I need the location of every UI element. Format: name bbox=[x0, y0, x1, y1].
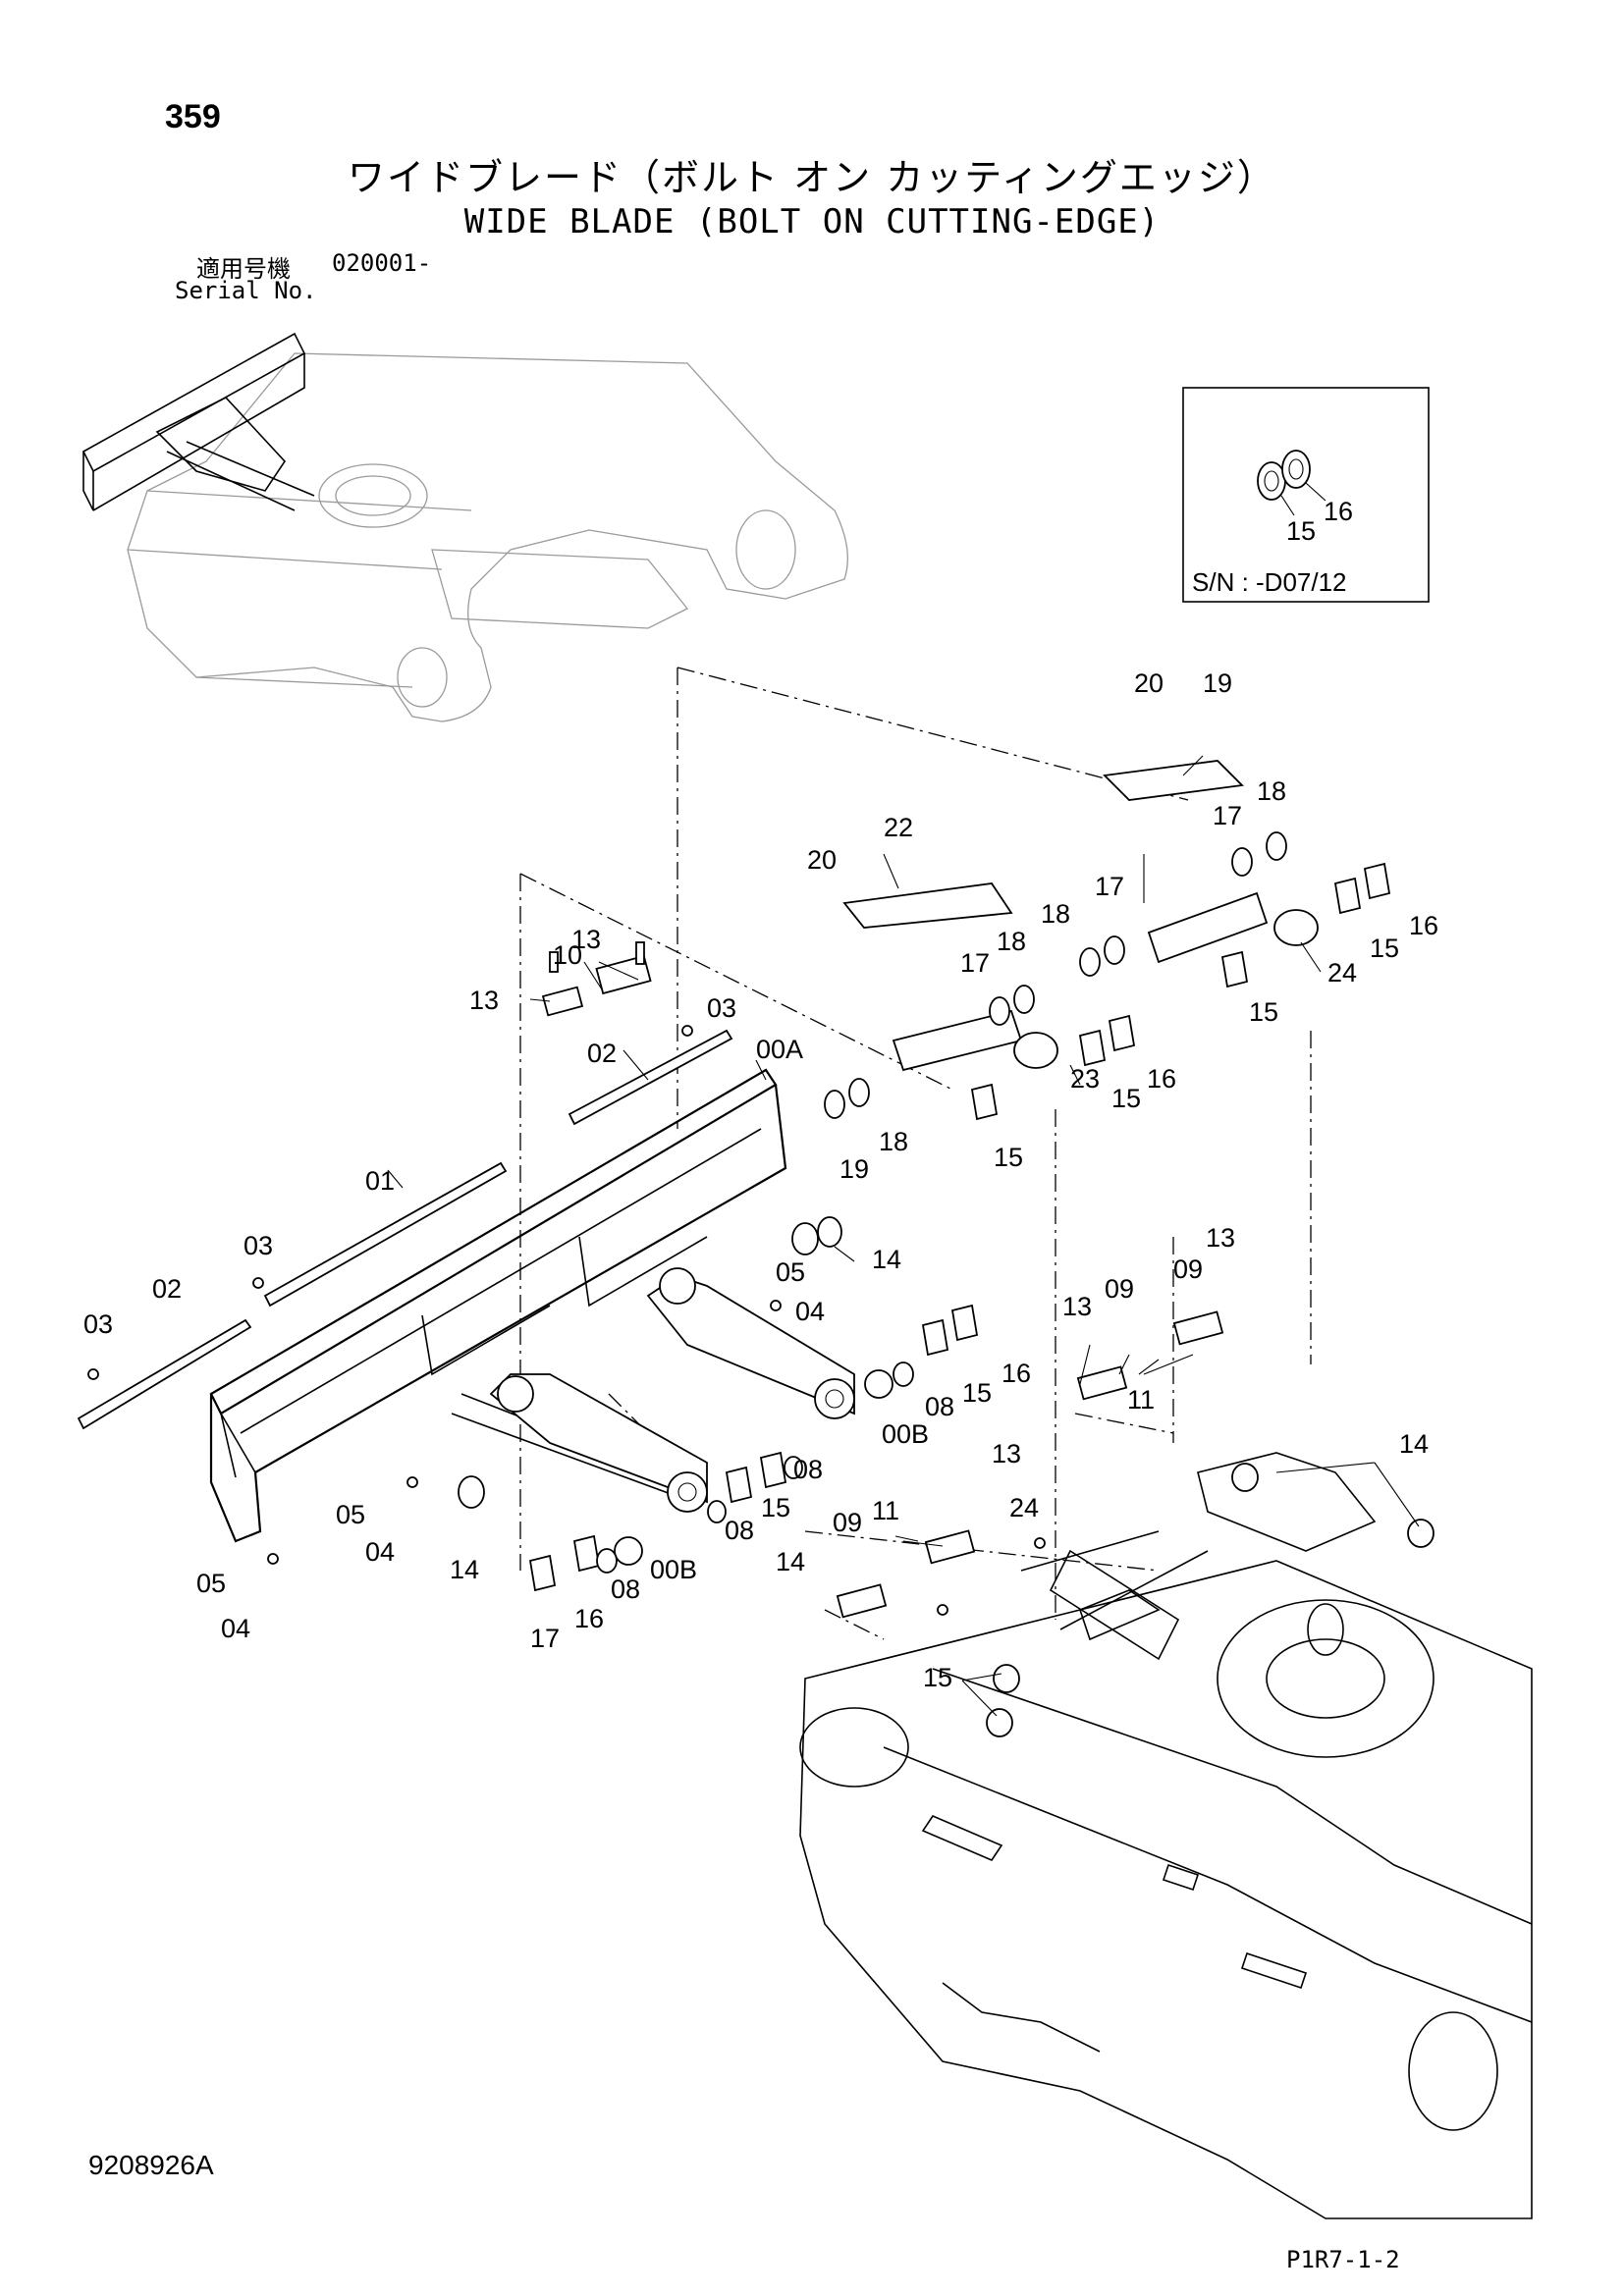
callout-16: 16 bbox=[1001, 1359, 1031, 1388]
callout-20: 20 bbox=[1134, 668, 1164, 698]
callout-11: 11 bbox=[1127, 1385, 1155, 1415]
callout-19: 20 bbox=[807, 845, 837, 875]
callout-09: 09 bbox=[833, 1508, 862, 1537]
callout-20: 22 bbox=[884, 813, 913, 842]
callout-13: 14 bbox=[776, 1547, 805, 1576]
callout-18: 18 bbox=[1041, 899, 1070, 929]
callout-24: 24 bbox=[1009, 1493, 1039, 1522]
callout-13: 13 bbox=[469, 986, 499, 1015]
callout-10: 10 bbox=[553, 940, 582, 970]
callout-14: 14 bbox=[872, 1245, 901, 1274]
inset-box: 15 16 S/N : -D07/12 bbox=[1182, 387, 1430, 603]
callout-15: 15 bbox=[994, 1143, 1023, 1172]
callout-18: 18 bbox=[1257, 776, 1286, 806]
callout-01: 01 bbox=[365, 1166, 395, 1196]
callout-15: 15 bbox=[1111, 1084, 1141, 1113]
undercarriage-frame bbox=[799, 1452, 1533, 2219]
callout-02: 02 bbox=[152, 1274, 182, 1304]
blade-assembly bbox=[77, 1029, 855, 1543]
callout-22: 23 bbox=[1070, 1064, 1100, 1094]
callout-09: 09 bbox=[1173, 1255, 1203, 1284]
callout-00B: 00B bbox=[882, 1419, 929, 1449]
drawing-code: 9208926A bbox=[88, 2150, 214, 2180]
callout-05: 05 bbox=[776, 1257, 805, 1287]
callout-15: 15 bbox=[1370, 934, 1399, 963]
page-number: 359 bbox=[165, 98, 221, 135]
callout-19: 19 bbox=[1203, 668, 1232, 698]
callout-04: 04 bbox=[221, 1614, 250, 1643]
callout-13: 13 bbox=[571, 925, 601, 954]
title-english: WIDE BLADE (BOLT ON CUTTING-EDGE) bbox=[463, 202, 1161, 241]
callout-11: 11 bbox=[872, 1496, 899, 1525]
callout-labels: 00A 01 02 02 03 03 03 04 04 04 05 05 05 … bbox=[83, 668, 1438, 1692]
callout-03: 03 bbox=[83, 1309, 113, 1339]
inset-caption: S/N : -D07/12 bbox=[1192, 567, 1347, 597]
callout-03: 03 bbox=[707, 993, 736, 1023]
title-japanese: ワイドブレード（ボルト オン カッティングエッジ） bbox=[348, 156, 1276, 199]
inset-callout-16: 16 bbox=[1324, 497, 1353, 526]
callout-05: 05 bbox=[196, 1569, 226, 1598]
callout-15: 15 bbox=[1249, 997, 1278, 1027]
callout-17: 17 bbox=[1213, 801, 1242, 830]
callout-17: 17 bbox=[960, 948, 990, 978]
callout-04: 04 bbox=[795, 1297, 825, 1326]
callout-16: 17 bbox=[530, 1624, 560, 1653]
callout-18: 18 bbox=[997, 927, 1026, 956]
reference-lines bbox=[519, 667, 1312, 1640]
callout-13: 13 bbox=[992, 1439, 1021, 1468]
callout-14: 14 bbox=[1399, 1429, 1429, 1459]
callout-17: 17 bbox=[1095, 872, 1124, 901]
callout-23: 24 bbox=[1327, 958, 1357, 988]
callout-15: 15 bbox=[761, 1493, 790, 1522]
callout-04: 04 bbox=[365, 1537, 395, 1567]
callout-08: 08 bbox=[925, 1392, 954, 1421]
sheet-code: P1R7-1-2 bbox=[1286, 2246, 1400, 2273]
callout-16: 16 bbox=[1409, 911, 1438, 940]
callout-02: 02 bbox=[587, 1039, 617, 1068]
machine-overview-illustration bbox=[81, 332, 848, 722]
callout-14: 15 bbox=[923, 1663, 952, 1692]
callout-05: 05 bbox=[336, 1500, 365, 1529]
callout-00B: 00B bbox=[650, 1555, 697, 1584]
callout-08: 08 bbox=[725, 1516, 754, 1545]
callout-18: 19 bbox=[839, 1154, 869, 1184]
callout-00A: 00A bbox=[756, 1035, 803, 1064]
serial-label-japanese: 適用号機 bbox=[196, 255, 291, 283]
inset-callout-15: 15 bbox=[1286, 516, 1316, 546]
serial-label-english: Serial No. bbox=[175, 277, 317, 304]
callout-15: 15 bbox=[962, 1378, 992, 1408]
callout-08: 08 bbox=[793, 1455, 823, 1484]
callout-13: 13 bbox=[1062, 1292, 1092, 1321]
callout-13: 13 bbox=[1206, 1223, 1235, 1253]
callout-16: 16 bbox=[1147, 1064, 1176, 1094]
serial-value: 020001- bbox=[332, 249, 432, 277]
callout-17: 18 bbox=[879, 1127, 908, 1156]
callout-14: 14 bbox=[450, 1555, 479, 1584]
callout-03: 03 bbox=[244, 1231, 273, 1260]
callout-15: 16 bbox=[574, 1604, 604, 1633]
leader-lines bbox=[387, 755, 1420, 1717]
callout-08: 08 bbox=[611, 1575, 640, 1604]
callout-09: 09 bbox=[1105, 1274, 1134, 1304]
hardware-parts bbox=[87, 760, 1435, 1737]
